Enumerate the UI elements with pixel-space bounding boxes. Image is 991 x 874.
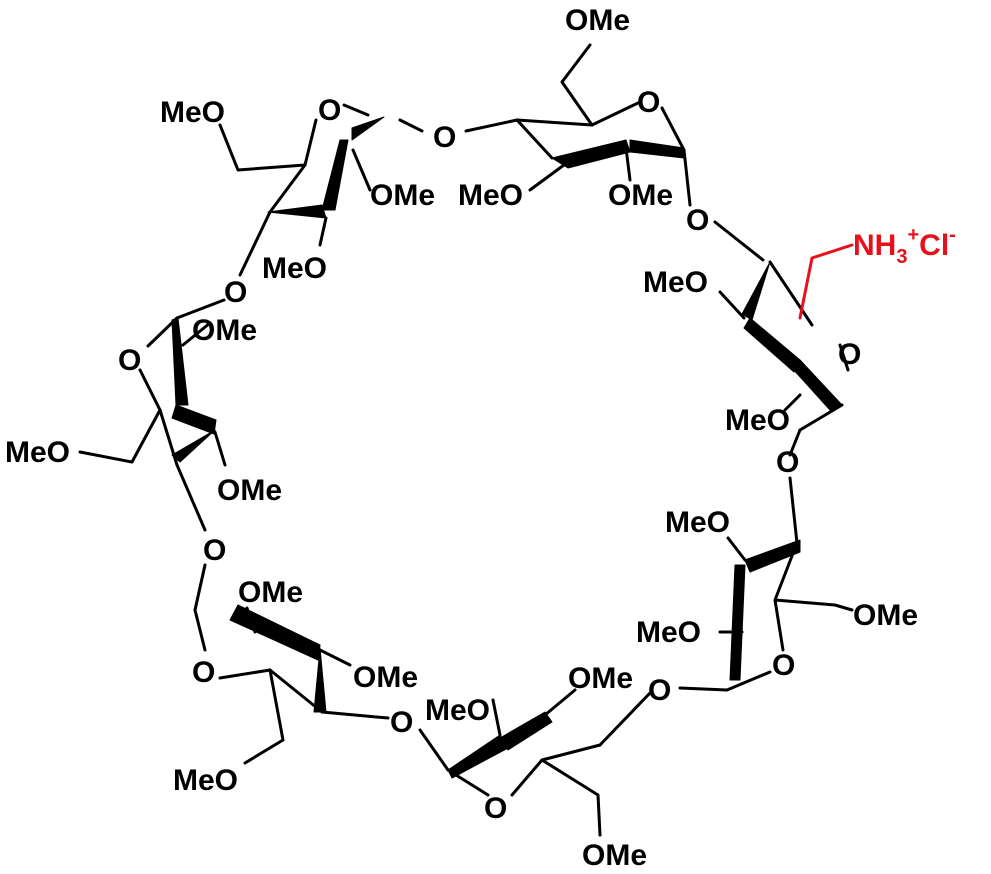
label-ome-r4-2: OMe xyxy=(568,662,633,695)
label-ome-r2-2: OMe xyxy=(608,179,673,212)
label-meo-bl: MeO xyxy=(173,764,238,797)
label-o-link-l2: O xyxy=(203,534,226,567)
label-o-ring-top: O xyxy=(637,86,660,119)
label-meo-r7-3: MeO xyxy=(665,506,730,539)
aminomethyl-bond xyxy=(798,243,854,320)
wedge-bonds xyxy=(171,116,843,779)
label-meo-r1-3: MeO xyxy=(262,252,327,285)
label-o-ring-br: O xyxy=(838,338,861,371)
label-o-ring-tl: O xyxy=(318,94,341,127)
label-meo-r2-3: MeO xyxy=(458,179,523,212)
label-o-link-tr: O xyxy=(686,204,709,237)
label-ome-bottom: OMe xyxy=(582,839,647,872)
label-meo-r3-3: MeO xyxy=(643,266,708,299)
label-ome-r5-2: OMe xyxy=(353,661,418,694)
chloride-minus: - xyxy=(949,224,956,246)
label-o-link-b: O xyxy=(390,706,413,739)
label-meo-topleft: MeO xyxy=(160,96,225,129)
ammonium-nh: NH xyxy=(853,229,896,262)
ammonium-group: NH3+Cl- xyxy=(853,224,956,268)
label-o-link-br: O xyxy=(648,674,671,707)
label-o-ring-b: O xyxy=(484,792,507,825)
label-o-link-tl: O xyxy=(433,121,456,154)
label-o-ring-l: O xyxy=(118,344,141,377)
ammonium-subscript: 3 xyxy=(896,246,907,268)
label-meo-r7-2: MeO xyxy=(636,616,701,649)
label-o-link-l1: O xyxy=(224,276,247,309)
chloride-cl: Cl xyxy=(919,229,949,262)
atom-labels: OMe MeO O O O OMe MeO OMe O MeO O OMe O … xyxy=(5,4,918,872)
label-ome-r1-2: OMe xyxy=(370,179,435,212)
label-ome-top: OMe xyxy=(565,4,630,37)
label-ome-right: OMe xyxy=(853,599,918,632)
label-meo-left: MeO xyxy=(5,436,70,469)
label-o-ring-bl: O xyxy=(192,656,215,689)
label-ome-r6-2: OMe xyxy=(192,314,257,347)
label-o-link-r: O xyxy=(776,446,799,479)
label-ome-r5-3: OMe xyxy=(238,576,303,609)
label-meo-r4-3: MeO xyxy=(425,694,490,727)
ammonium-chloride-label: NH3+Cl- xyxy=(853,224,956,268)
ammonium-plus: + xyxy=(907,224,919,246)
label-meo-r3-2: MeO xyxy=(725,404,790,437)
label-o-ring-r: O xyxy=(772,649,795,682)
label-ome-r6-3: OMe xyxy=(217,474,282,507)
